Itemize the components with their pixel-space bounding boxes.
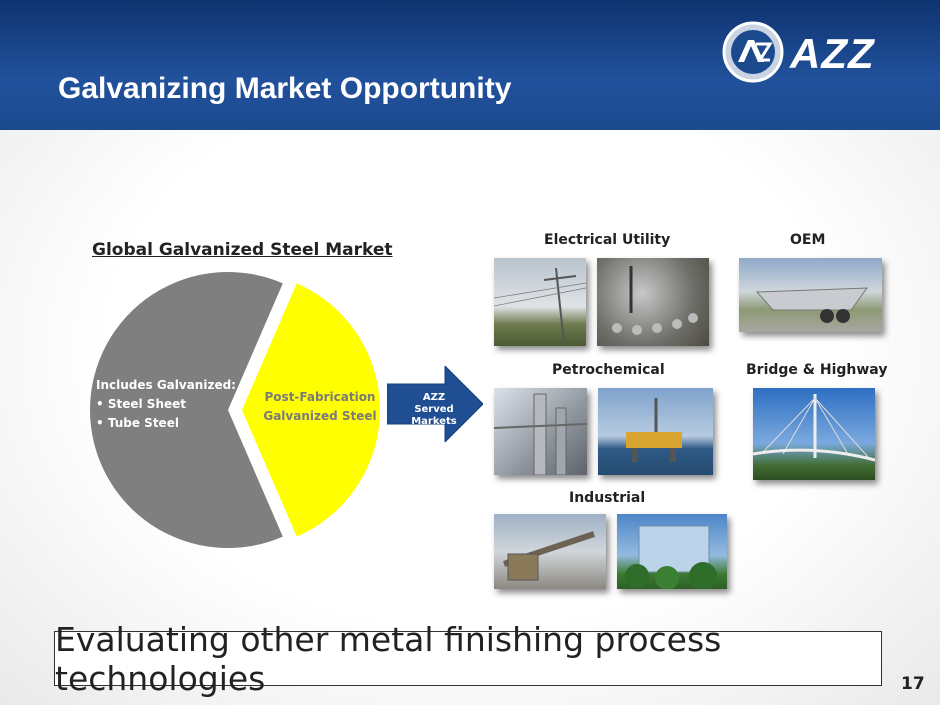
arrow-icon [387,366,483,442]
bridge-highway-photo [753,388,875,480]
trailer-icon [755,287,869,323]
header-bar [0,0,940,130]
chart-title: Global Galvanized Steel Market [92,240,393,260]
pie-slice-post-fabrication [242,283,381,537]
arrow-label: AZZ Served Markets [394,392,474,428]
refinery-icon [494,393,587,475]
industrial-photo-2 [617,514,727,589]
bridge-icon [753,394,875,462]
market-label-industrial: Industrial [569,490,646,506]
electrical-utility-photo-2 [597,258,709,346]
page-title: Galvanizing Market Opportunity [58,72,512,105]
gray-slice-item: Steel Sheet [96,395,236,414]
petrochemical-photo-2 [598,388,713,475]
logo-text: AZZ [790,30,875,77]
industrial-photo-1 [494,514,606,589]
oem-photo [739,258,882,332]
arrow-label-line1: AZZ [422,392,446,403]
azz-logo-icon [722,21,784,83]
banner-text: Evaluating other metal finishing process… [55,619,722,698]
offshore-platform-icon [626,398,682,462]
petrochemical-photo-1 [494,388,587,475]
market-label-electrical-utility: Electrical Utility [544,232,671,248]
page-number: 17 [901,674,925,694]
market-label-bridge-highway: Bridge & Highway [746,362,888,378]
gray-slice-label: Includes Galvanized: Steel Sheet Tube St… [96,376,236,433]
gray-slice-item: Tube Steel [96,414,236,433]
power-line-tower-icon [494,267,586,345]
electrical-utility-photo-1 [494,258,586,346]
azz-logo: AZZ [720,20,895,84]
market-label-petrochemical: Petrochemical [552,362,665,378]
gray-slice-heading: Includes Galvanized: [96,378,236,392]
solar-field-icon [612,266,698,335]
arrow-label-line2: Served Markets [411,404,457,427]
market-label-oem: OEM [790,232,826,248]
conveyor-equipment-icon [503,531,595,581]
yellow-slice-label: Post-Fabrication Galvanized Steel [263,390,377,423]
industrial-building-icon [625,525,717,589]
bottom-banner: Evaluating other metal finishing process… [54,620,882,698]
